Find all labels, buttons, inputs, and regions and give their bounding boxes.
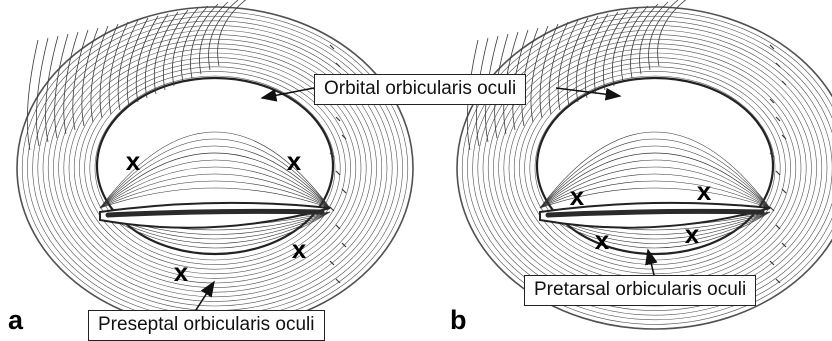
brow-hair [200, 2, 228, 74]
brow-hair [640, 2, 668, 74]
skin-texture [782, 81, 786, 85]
skin-texture [770, 207, 774, 211]
skin-texture [336, 63, 340, 67]
skin-texture [336, 225, 340, 229]
skin-texture [342, 189, 346, 193]
injection-marker: x [126, 146, 141, 176]
skin-texture [336, 171, 340, 175]
pretarsal-orbicularis-label: Pretarsal orbicularis oculi [524, 275, 756, 306]
brow-hair [603, 10, 628, 90]
injection-marker: x [595, 225, 610, 255]
injection-marker: x [570, 181, 585, 211]
injection-marker: x [697, 176, 712, 206]
brow-hair [27, 40, 38, 150]
injection-marker: x [292, 234, 307, 264]
brow-hair [658, 0, 688, 66]
skin-texture [782, 243, 786, 247]
skin-texture [776, 171, 780, 175]
brow-hair [218, 0, 248, 66]
panel-letter-b: b [450, 307, 467, 334]
preseptal-orbicularis-label: Preseptal orbicularis oculi [88, 310, 325, 341]
skin-texture [782, 189, 786, 193]
skin-texture [776, 225, 780, 229]
orbital-orbicularis-label: Orbital orbicularis oculi [314, 74, 526, 105]
panel-a-drawing: x x x x [17, 0, 413, 329]
skin-texture [776, 63, 780, 67]
brow-hair [163, 10, 188, 90]
brow-hair [55, 34, 68, 138]
skin-texture [342, 243, 346, 247]
panel-letter-a: a [8, 307, 23, 334]
injection-marker: x [174, 257, 189, 287]
skin-texture [330, 207, 334, 211]
skin-texture [776, 117, 780, 121]
injection-marker: x [685, 219, 700, 249]
injection-marker: x [287, 146, 302, 176]
skin-texture [336, 117, 340, 121]
